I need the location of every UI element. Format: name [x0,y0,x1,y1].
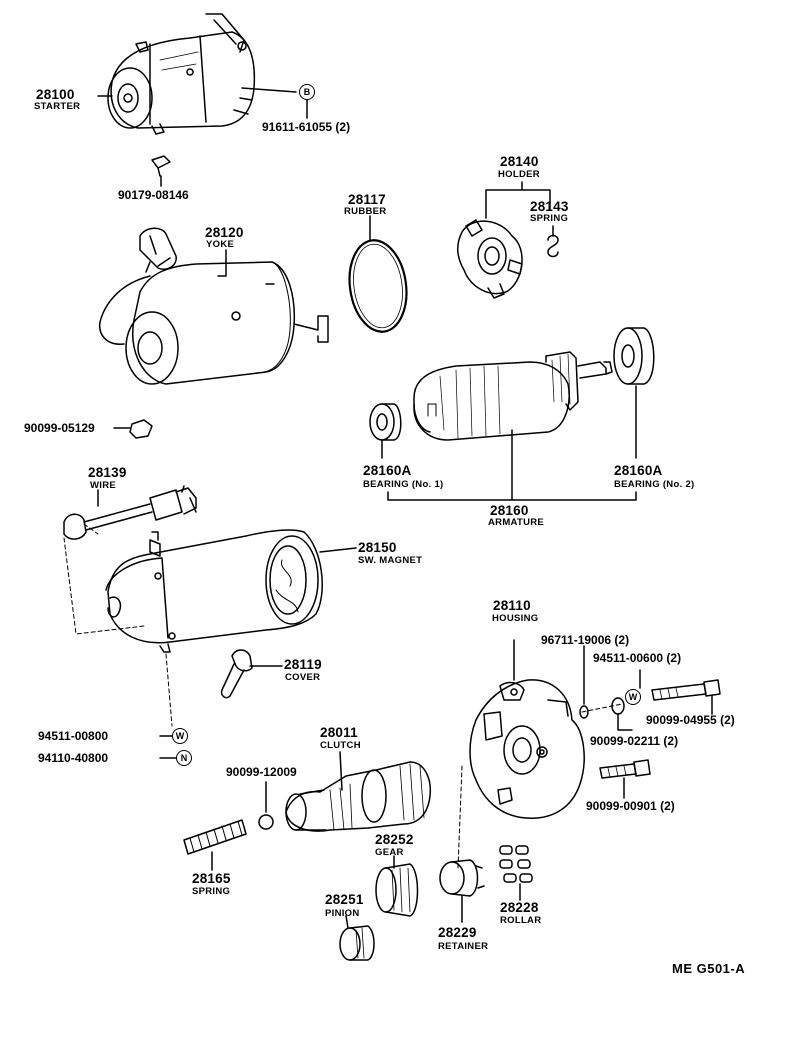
spring-28165-illustration [183,819,247,855]
housing-route-dashed [457,765,463,869]
label-28139-number: 28139 [88,465,127,480]
label-28160a1-name: BEARING (No. 1) [363,479,444,490]
terminal-route-dashed [165,653,173,727]
label-28117-number: 28117 [348,192,386,207]
clutch-illustration [285,761,432,832]
label-28120-number: 28120 [205,225,244,240]
ball-90099-12009-illustration [258,814,274,830]
label-90099-05129: 90099-05129 [24,421,95,435]
label-28011-number: 28011 [320,725,358,740]
label-96711: 96711-19006 (2) [541,633,630,647]
pinion-28251-illustration [339,925,375,961]
washer-90099-02211-illustration [611,697,625,715]
label-28160-number: 28160 [490,503,529,518]
label-28143-name: SPRING [530,213,569,224]
label-28251-number: 28251 [325,892,364,907]
gear-28252-illustration [375,863,419,917]
label-28119-number: 28119 [284,657,322,672]
label-28228-name: ROLLAR [500,915,542,926]
label-28120-name: YOKE [206,239,235,250]
label-28143-number: 28143 [530,199,569,214]
label-94511-00800: 94511-00800 [38,729,109,743]
label-28229-number: 28229 [438,925,477,940]
label-28252-number: 28252 [375,832,414,847]
clip-90179-illustration [151,155,171,177]
yoke-illustration [98,227,329,385]
leader-91611 [241,87,297,93]
label-28160a2-name: BEARING (No. 2) [614,479,695,490]
marker-w-800: W [172,728,188,744]
starter-assembly-illustration [107,13,256,135]
label-28100-number: 28100 [36,87,75,102]
washer-96711-illustration [579,705,589,719]
label-28100-name: STARTER [34,101,81,112]
leader-28140 [485,181,551,219]
label-90099-12009: 90099-12009 [226,765,297,779]
housing-illustration [469,679,585,819]
label-28140-name: HOLDER [498,169,540,180]
label-90099-00901: 90099-00901 (2) [586,799,675,813]
figure-code: ME G501-A [672,961,746,976]
label-28160a1-number: 28160A [363,463,412,478]
leader-28160 [387,429,637,501]
brush-holder-illustration [457,219,523,299]
label-28229-name: RETAINER [438,941,489,952]
armature-illustration [413,351,613,441]
wire-route-dashed [63,523,145,635]
label-91611: 91611-61055 (2) [262,120,351,134]
label-28160-name: ARMATURE [488,517,545,528]
rollers-28228-illustration [499,845,533,883]
marker-b: B [299,84,315,100]
leader-28011 [339,751,343,791]
nut-90099-05129-illustration [129,419,153,439]
label-94110: 94110-40800 [38,751,109,765]
label-94511-00600: 94511-00600 (2) [593,651,682,665]
wire-illustration [63,485,197,540]
label-28140-number: 28140 [500,154,539,169]
leader-28251 [345,915,349,929]
bolt-90099-04955-illustration [651,679,721,701]
label-28139-name: WIRE [90,480,117,491]
label-28110-name: HOUSING [492,613,539,624]
label-90099-04955: 90099-04955 (2) [646,713,735,727]
label-28165-number: 28165 [192,871,231,886]
leader-28120 [217,249,227,277]
cover-illustration [220,649,253,699]
switch-magnet-illustration [105,529,323,653]
leader-90099-02211 [617,713,633,731]
retainer-28229-illustration [439,859,485,897]
label-28160a2-number: 28160A [614,463,663,478]
leader-28150 [319,547,357,553]
marker-n: N [176,750,192,766]
label-28251-name: PINION [325,908,360,919]
label-90099-02211: 90099-02211 (2) [590,734,679,748]
label-28228-number: 28228 [500,900,539,915]
marker-w-600: W [625,689,641,705]
label-28117-name: RUBBER [344,206,387,217]
label-90179: 90179-08146 [118,188,189,202]
bearing-no1-illustration [369,403,402,441]
spring-28143-illustration [547,234,559,258]
label-28165-name: SPRING [192,886,231,897]
label-28011-name: CLUTCH [320,740,361,751]
label-28119-name: COVER [285,672,321,683]
label-28110-number: 28110 [493,598,531,613]
bolt-90099-00901-illustration [599,759,651,779]
label-28150-number: 28150 [358,540,397,555]
label-28252-name: GEAR [375,847,404,858]
label-28150-name: SW. MAGNET [358,555,423,566]
rubber-ring-illustration [348,239,408,333]
bearing-no2-illustration [613,327,655,385]
